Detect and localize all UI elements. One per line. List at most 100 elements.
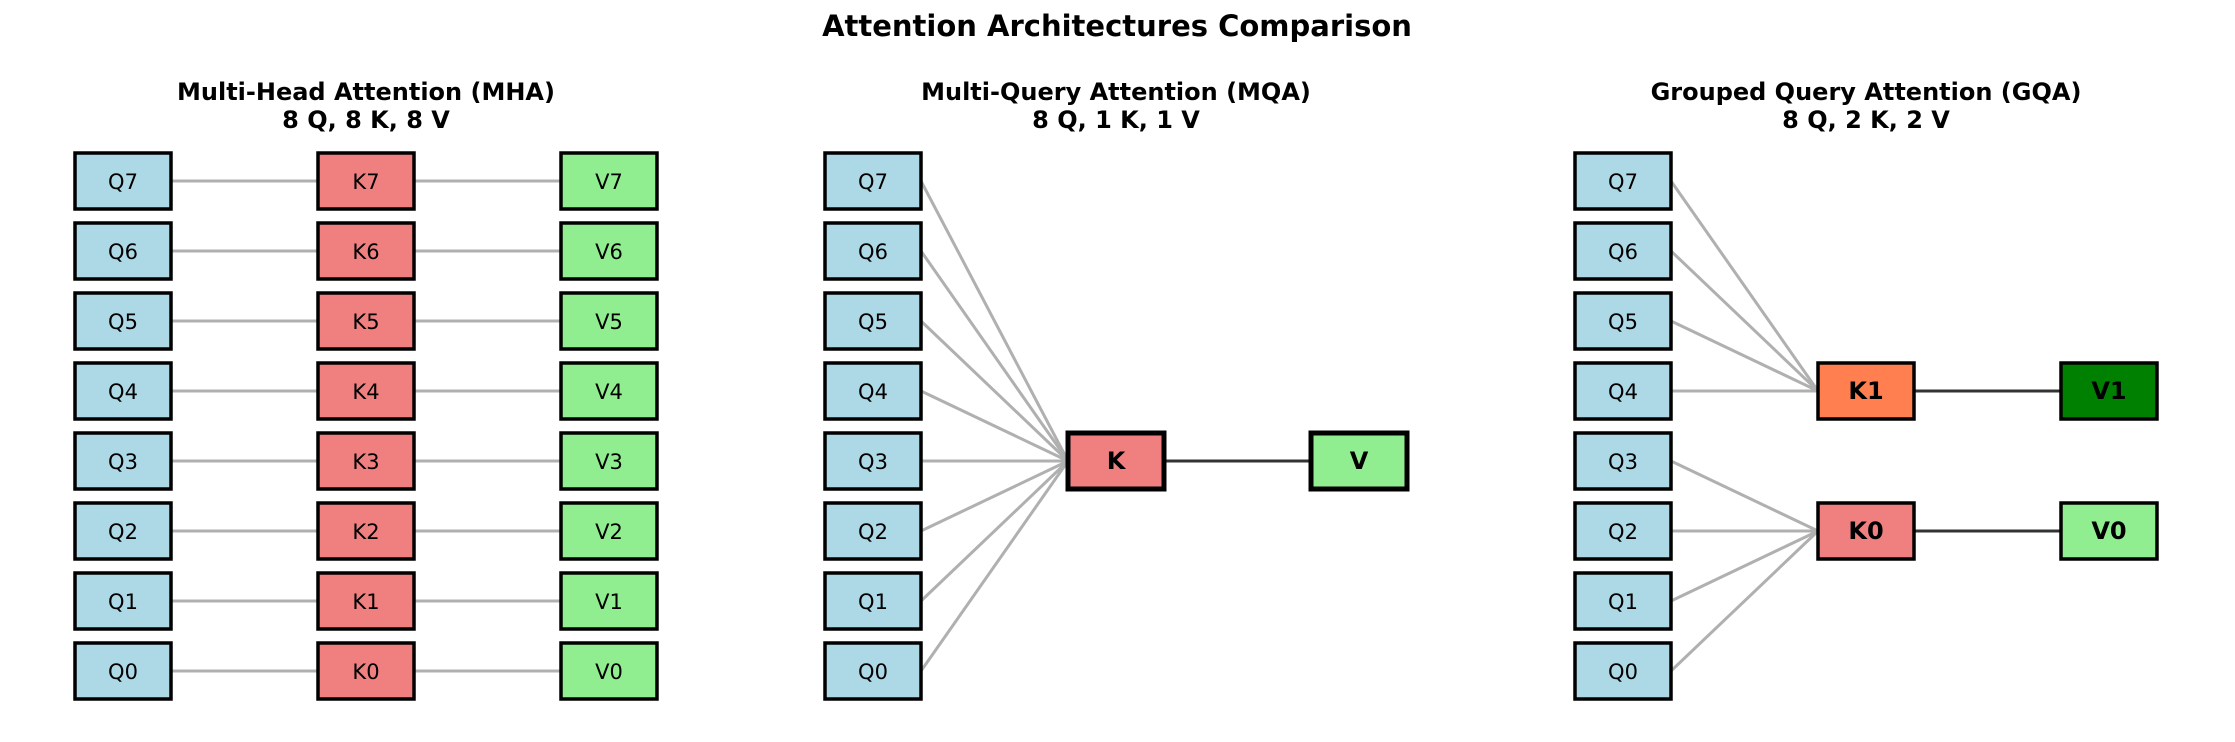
value-node-label: V6 bbox=[595, 240, 623, 264]
key-node: K1 bbox=[1816, 361, 1916, 421]
query-node: Q6 bbox=[73, 221, 173, 281]
query-node-label: Q4 bbox=[1608, 380, 1638, 404]
query-node: Q5 bbox=[73, 291, 173, 351]
key-node-label: K0 bbox=[1848, 517, 1883, 545]
connectors-mqa bbox=[919, 180, 1311, 672]
query-node: Q1 bbox=[823, 571, 923, 631]
q-k-connector bbox=[919, 319, 1070, 463]
query-node: Q2 bbox=[73, 501, 173, 561]
q-k-connector bbox=[1670, 459, 1819, 533]
query-node: Q2 bbox=[1573, 501, 1673, 561]
query-node-box bbox=[73, 361, 173, 421]
q-k-connector bbox=[919, 460, 1070, 672]
value-node-box bbox=[559, 571, 659, 631]
key-node: K0 bbox=[1816, 501, 1916, 561]
query-node-box bbox=[1573, 361, 1673, 421]
panel-title-mqa: Multi-Query Attention (MQA) bbox=[921, 78, 1311, 106]
query-node-label: Q0 bbox=[858, 660, 888, 684]
key-node: K4 bbox=[316, 361, 416, 421]
key-node-label: K1 bbox=[352, 590, 379, 614]
key-node-box bbox=[316, 501, 416, 561]
query-node-box bbox=[73, 221, 173, 281]
value-node-label: V1 bbox=[2091, 377, 2126, 405]
key-node-box bbox=[1065, 430, 1167, 492]
value-node-box bbox=[559, 151, 659, 211]
q-k-connector bbox=[1670, 529, 1819, 603]
query-node-box bbox=[73, 571, 173, 631]
value-node: V5 bbox=[559, 291, 659, 351]
query-node-box bbox=[1573, 291, 1673, 351]
value-node-box bbox=[2059, 361, 2159, 421]
key-node-box bbox=[1816, 361, 1916, 421]
q-k-connector bbox=[1670, 319, 1819, 393]
value-node-label: V bbox=[1350, 447, 1369, 475]
key-node-label: K6 bbox=[352, 240, 379, 264]
key-node-box bbox=[316, 151, 416, 211]
panel-mqa: Multi-Query Attention (MQA)8 Q, 1 K, 1 V… bbox=[823, 78, 1410, 701]
value-node: V3 bbox=[559, 431, 659, 491]
key-node: K7 bbox=[316, 151, 416, 211]
q-k-connector bbox=[919, 250, 1070, 462]
query-node-box bbox=[1573, 431, 1673, 491]
query-node-box bbox=[1573, 641, 1673, 701]
q-k-connector bbox=[1669, 249, 1820, 393]
value-node: V2 bbox=[559, 501, 659, 561]
query-node-label: Q7 bbox=[108, 170, 138, 194]
value-node-box bbox=[2059, 501, 2159, 561]
query-node: Q7 bbox=[1573, 151, 1673, 211]
query-node-box bbox=[823, 291, 923, 351]
key-node-box bbox=[316, 361, 416, 421]
query-node-label: Q5 bbox=[108, 310, 138, 334]
query-node: Q5 bbox=[1573, 291, 1673, 351]
query-node-box bbox=[823, 361, 923, 421]
query-node-box bbox=[73, 641, 173, 701]
query-node-box bbox=[73, 291, 173, 351]
value-node-label: V0 bbox=[2091, 517, 2126, 545]
panel-subtitle-gqa: 8 Q, 2 K, 2 V bbox=[1782, 106, 1950, 134]
query-node: Q0 bbox=[1573, 641, 1673, 701]
query-node: Q4 bbox=[73, 361, 173, 421]
query-node: Q3 bbox=[1573, 431, 1673, 491]
query-node: Q6 bbox=[1573, 221, 1673, 281]
panel-subtitle-mqa: 8 Q, 1 K, 1 V bbox=[1032, 106, 1200, 134]
q-k-connector bbox=[919, 180, 1070, 462]
connectors-mha bbox=[171, 179, 561, 673]
key-node-box bbox=[316, 291, 416, 351]
query-node-box bbox=[823, 431, 923, 491]
value-node: V1 bbox=[559, 571, 659, 631]
value-node-box bbox=[559, 501, 659, 561]
query-node-label: Q6 bbox=[858, 240, 888, 264]
key-node: K1 bbox=[316, 571, 416, 631]
panel-title-mha: Multi-Head Attention (MHA) bbox=[177, 78, 555, 106]
query-node-label: Q2 bbox=[1608, 520, 1638, 544]
query-node-label: Q3 bbox=[108, 450, 138, 474]
query-node-label: Q0 bbox=[108, 660, 138, 684]
value-node: V bbox=[1308, 430, 1410, 492]
value-node-label: V5 bbox=[595, 310, 623, 334]
key-node: K5 bbox=[316, 291, 416, 351]
query-node: Q1 bbox=[1573, 571, 1673, 631]
key-node: K6 bbox=[316, 221, 416, 281]
panel-subtitle-mha: 8 Q, 8 K, 8 V bbox=[282, 106, 450, 134]
query-node: Q3 bbox=[823, 431, 923, 491]
value-node-label: V4 bbox=[595, 380, 623, 404]
q-k-connector bbox=[1669, 529, 1820, 673]
query-node-label: Q2 bbox=[108, 520, 138, 544]
q-k-connector bbox=[920, 459, 1069, 533]
query-node-box bbox=[823, 221, 923, 281]
value-node: V0 bbox=[2059, 501, 2159, 561]
query-node: Q6 bbox=[823, 221, 923, 281]
value-node-label: V3 bbox=[595, 450, 623, 474]
query-node-label: Q1 bbox=[108, 590, 138, 614]
query-node-label: Q6 bbox=[1608, 240, 1638, 264]
value-node: V4 bbox=[559, 361, 659, 421]
query-node-label: Q3 bbox=[1608, 450, 1638, 474]
query-node-label: Q4 bbox=[108, 380, 138, 404]
key-node-box bbox=[316, 431, 416, 491]
query-node-label: Q0 bbox=[1608, 660, 1638, 684]
panel-gqa: Grouped Query Attention (GQA)8 Q, 2 K, 2… bbox=[1573, 78, 2159, 701]
query-node: Q3 bbox=[73, 431, 173, 491]
query-node-label: Q2 bbox=[858, 520, 888, 544]
connectors-gqa bbox=[1669, 180, 2061, 673]
